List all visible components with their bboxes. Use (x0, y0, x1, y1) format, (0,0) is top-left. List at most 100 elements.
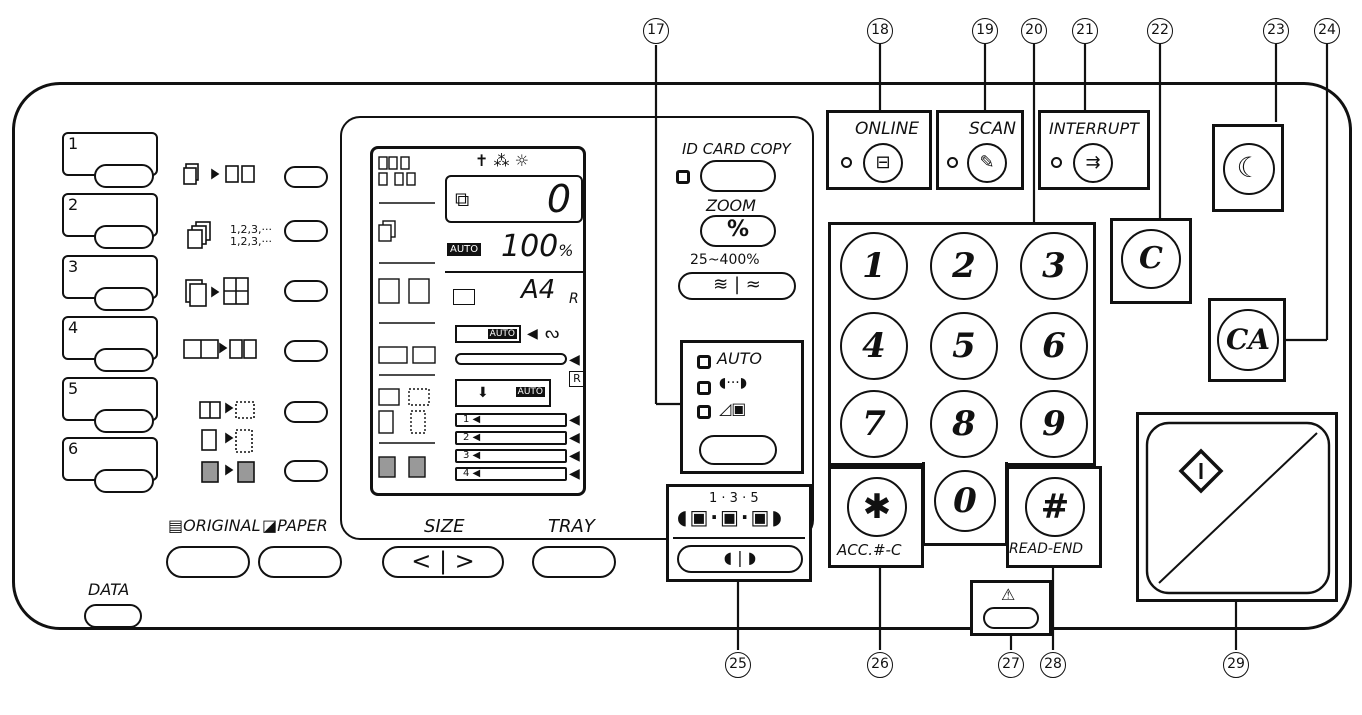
copy-count-icon: ⧉ (455, 187, 470, 211)
memory-key-2[interactable]: 2 (62, 193, 158, 249)
memory-key-4[interactable]: 4 (62, 316, 158, 372)
lcd-arrow: ◀ (569, 448, 580, 464)
exposure-adjust-button[interactable]: ◖ | ◗ (677, 545, 803, 573)
erase-button[interactable] (284, 401, 328, 423)
lcd-arrow: ◀ (527, 326, 538, 342)
interrupt-icon: ⇉ (1085, 152, 1101, 173)
tray-select-button[interactable] (532, 546, 616, 578)
book-copy-button[interactable] (284, 340, 328, 362)
acc-label: ACC.#-C (837, 541, 902, 559)
key-6[interactable]: 6 (1020, 312, 1088, 380)
key-3[interactable]: 3 (1020, 232, 1088, 300)
exposure-level-leds: ◖▣·▣·▣◗ (677, 505, 784, 529)
memory-key-6[interactable]: 6 (62, 437, 158, 493)
memory-key-button[interactable] (94, 409, 154, 433)
power-save-icon: ☾ (1236, 151, 1262, 184)
callout-26: 26 (867, 652, 893, 678)
memory-key-button[interactable] (94, 225, 154, 249)
interrupt-button[interactable]: ⇉ (1073, 143, 1113, 183)
callout-27: 27 (998, 652, 1024, 678)
lcd-mode-icons (378, 156, 436, 478)
photo-exposure-indicator (697, 405, 711, 419)
memory-key-button[interactable] (94, 164, 154, 188)
lcd-tray-3: 3 ◀ (455, 449, 567, 463)
interrupt-box: INTERRUPT ⇉ (1038, 110, 1150, 190)
acc-button[interactable]: ✱ (847, 477, 907, 537)
tray-label: TRAY (548, 516, 595, 537)
memory-key-button[interactable] (94, 469, 154, 493)
memory-key-label: 4 (68, 318, 79, 337)
original-button[interactable] (166, 546, 250, 578)
sort-button[interactable] (284, 220, 328, 242)
original-icon: ▤ (168, 516, 184, 535)
memory-key-label: 6 (68, 439, 79, 458)
lcd-feed-icon: ᔓ (545, 323, 560, 342)
id-card-copy-button[interactable] (700, 160, 776, 192)
paper-button[interactable] (258, 546, 342, 578)
memory-key-button[interactable] (94, 348, 154, 372)
size-label: SIZE (424, 516, 465, 537)
copy-count: 0 (546, 177, 571, 221)
acc-box: ✱ ACC.#-C (828, 466, 924, 568)
scan-button[interactable]: ✎ (967, 143, 1007, 183)
duplex-button[interactable] (284, 166, 328, 188)
memory-key-label: 2 (68, 195, 79, 214)
callout-29: 29 (1223, 652, 1249, 678)
sort-label: 1,2,3,··· 1,2,3,··· (230, 223, 272, 248)
clear-all-box: CA (1208, 298, 1286, 382)
key-9[interactable]: 9 (1020, 390, 1088, 458)
lcd-zoom: 100% (501, 229, 574, 264)
zoom-button[interactable]: % (700, 215, 776, 247)
size-select-button[interactable]: < | > (382, 546, 504, 578)
online-icon: ⊟ (875, 152, 891, 173)
online-box: ONLINE ⊟ (826, 110, 932, 190)
exposure-divider (673, 537, 805, 539)
two-in-one-button[interactable] (284, 280, 328, 302)
lcd-arrow: ◀ (569, 352, 580, 368)
read-end-button[interactable]: # (1025, 477, 1085, 537)
paper-label: ◪PAPER (262, 516, 328, 535)
lcd-tray-auto: ⬇ AUTO (455, 379, 551, 407)
memory-key-3[interactable]: 3 (62, 255, 158, 311)
lcd-tray-1: 1 ◀ (455, 413, 567, 427)
lcd-tray-4: 4 ◀ (455, 467, 567, 481)
lcd-divider (445, 271, 583, 273)
clear-all-button[interactable]: CA (1217, 309, 1279, 371)
callout-20: 20 (1021, 18, 1047, 44)
callout-28: 28 (1040, 652, 1066, 678)
key-1[interactable]: 1 (840, 232, 908, 300)
key-4[interactable]: 4 (840, 312, 908, 380)
lcd-paper-icon (453, 289, 475, 305)
memory-key-5[interactable]: 5 (62, 377, 158, 433)
read-end-label: READ-END (1009, 541, 1084, 557)
start-button[interactable] (1145, 421, 1331, 595)
power-save-button[interactable]: ☾ (1223, 143, 1275, 195)
data-button[interactable] (84, 604, 142, 628)
clear-button[interactable]: C (1121, 229, 1181, 289)
read-end-box: # READ-END (1006, 466, 1102, 568)
memory-key-button[interactable] (94, 287, 154, 311)
interrupt-label: INTERRUPT (1049, 119, 1139, 138)
key-2[interactable]: 2 (930, 232, 998, 300)
memory-key-label: 3 (68, 257, 79, 276)
key-0[interactable]: 0 (934, 470, 996, 532)
zoom-adjust-button[interactable]: ≋ | ≈ (678, 272, 796, 300)
lcd-status-icons: ✝ ⁂ ☼ (475, 151, 529, 170)
margin-shift-button[interactable] (284, 460, 328, 482)
lcd-arrow: ◀ (569, 466, 580, 482)
exposure-scale: 1 · 3 · 5 (709, 491, 759, 506)
callout-24: 24 (1314, 18, 1340, 44)
callout-25: 25 (725, 652, 751, 678)
key-5[interactable]: 5 (930, 312, 998, 380)
online-indicator (841, 157, 852, 168)
id-card-indicator (676, 170, 690, 184)
online-label: ONLINE (855, 119, 920, 139)
exposure-mode-button[interactable] (699, 435, 777, 465)
key-7[interactable]: 7 (840, 390, 908, 458)
warning-button[interactable] (983, 607, 1039, 629)
memory-key-1[interactable]: 1 (62, 132, 158, 188)
callout-18: 18 (867, 18, 893, 44)
online-button[interactable]: ⊟ (863, 143, 903, 183)
scan-box: SCAN ✎ (936, 110, 1024, 190)
key-8[interactable]: 8 (930, 390, 998, 458)
